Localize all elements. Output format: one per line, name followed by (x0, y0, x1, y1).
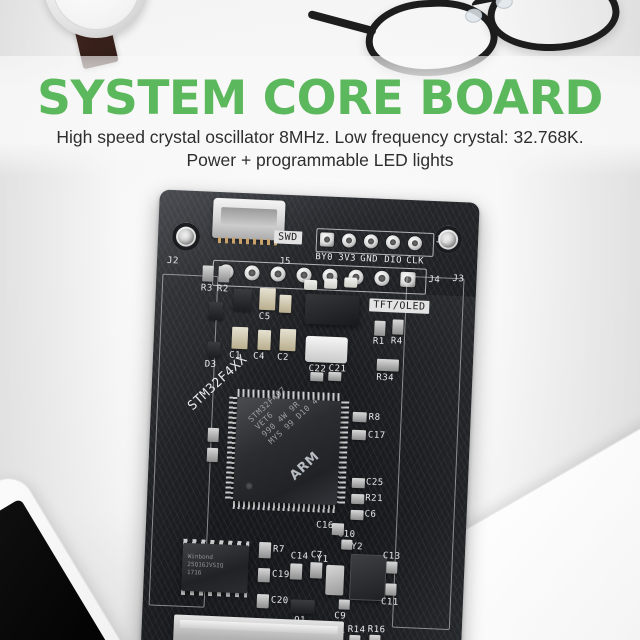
capacitor-c5 (259, 287, 276, 311)
capacitor-c2 (279, 328, 297, 352)
subtitle-line-2: Power + programmable LED lights (186, 150, 454, 170)
resistor-r1 (374, 320, 386, 337)
ref-c8: C9 (334, 611, 347, 622)
ref-r21: R21 (365, 493, 384, 505)
ref-y2: Y2 (350, 541, 364, 553)
led-3 (344, 277, 358, 288)
connector-label-j1: J1 (435, 235, 449, 246)
flash-date-code: 1716 (186, 568, 202, 577)
ref-c21: C21 (328, 363, 347, 375)
swd-pin-label-dio: DIO (384, 254, 403, 266)
capacitor-c6 (278, 294, 292, 314)
resistor-r3 (202, 265, 214, 282)
resistor-r2 (218, 266, 230, 283)
capacitor-c20 (257, 567, 271, 583)
ref-c6: C6 (364, 509, 377, 520)
resistor-left-pair-2 (206, 447, 219, 463)
capacitor-c25 (351, 477, 366, 489)
mcu-pin1-marker (245, 482, 253, 490)
tantalum-capacitor (304, 335, 348, 364)
transistor-q1 (290, 599, 315, 615)
ref-c19: C20 (270, 595, 289, 607)
resistor-r7 (258, 541, 272, 559)
swd-pin-label-by0: BY0 (315, 252, 334, 263)
ref-d3: D3 (204, 359, 217, 371)
ref-r1: R1 (372, 336, 385, 348)
page-subtitle: High speed crystal oscillator 8MHz. Low … (0, 126, 640, 172)
ref-c4: C4 (252, 351, 266, 363)
ref-r2: R2 (216, 283, 229, 295)
arm-logo: ARM (287, 449, 324, 484)
ref-c13: C16 (315, 520, 335, 532)
ref-c11: C13 (382, 551, 401, 562)
stm32-core-board: SWD BY0 3V3 GND DIO CLK J1 J5 J4 J2 J3 (140, 189, 480, 640)
diode-d3-upper (208, 301, 224, 321)
capacitor-c6-right (350, 509, 364, 521)
ref-c5: C5 (258, 311, 271, 323)
ref-c20: C19 (271, 569, 290, 581)
capacitor-c17 (351, 429, 367, 441)
capacitor-c16 (231, 326, 249, 350)
ref-y1: Y1 (316, 554, 329, 565)
ref-c10: C11 (380, 597, 399, 608)
capacitor-c4 (257, 329, 272, 351)
ref-c17: C17 (367, 430, 386, 442)
swd-pin-label-clk: CLK (405, 255, 425, 267)
ref-c25: C25 (365, 477, 384, 489)
resistor-r21 (350, 493, 365, 505)
page-title: SYSTEM CORE BOARD (37, 71, 603, 126)
flash-marking: Winbond 25Q16JVSIQ 1716 (187, 553, 224, 578)
swd-pad-1 (319, 232, 335, 247)
diode-d3 (206, 341, 221, 359)
capacitor-c7 (309, 562, 323, 579)
capacitor-c8 (338, 599, 350, 610)
ref-c2: C2 (276, 352, 290, 364)
subtitle-line-1: High speed crystal oscillator 8MHz. Low … (56, 127, 584, 147)
resistor-r14 (348, 634, 361, 640)
led-1 (303, 279, 318, 291)
ref-r34: R34 (376, 372, 395, 384)
pcb-substrate: SWD BY0 3V3 GND DIO CLK J1 J5 J4 J2 J3 (140, 189, 480, 640)
stm32-microcontroller: STM32F407 VET6 990 4W 9R MYS 99 D10 4 AR… (233, 385, 342, 506)
led-2 (323, 278, 338, 290)
swd-pin-label-3v3: 3V3 (338, 253, 357, 264)
resistor-left-pair-1 (207, 427, 220, 443)
capacitor-c10 (385, 583, 397, 596)
swd-pin-label-gnd: GND (360, 253, 379, 265)
ref-c14: C14 (290, 551, 309, 563)
resistor-r4 (392, 319, 404, 335)
connector-label-j2: J2 (166, 255, 180, 267)
ref-r16: R16 (367, 624, 386, 636)
capacitor-c14 (289, 563, 303, 580)
headline-banner (0, 56, 640, 176)
ref-r14: R14 (347, 624, 366, 636)
ref-r4: R4 (390, 336, 403, 347)
resistor-r34 (376, 358, 400, 372)
capacitor-c9 (341, 539, 353, 550)
swd-label: SWD (273, 230, 302, 245)
flash-memory-chip: Winbond 25Q16JVSIQ 1716 (181, 542, 250, 594)
voltage-regulator (304, 293, 360, 326)
inductor-l1 (232, 288, 252, 312)
crystal-y2 (348, 553, 387, 602)
wristwatch (44, 0, 148, 70)
ref-r7: R7 (272, 544, 286, 556)
resistor-r16 (369, 634, 381, 640)
capacitor-c11 (386, 561, 398, 574)
crystal-y1 (325, 564, 345, 596)
capacitor-c19 (256, 593, 270, 609)
resistor-r8 (352, 411, 367, 423)
ref-r8: R8 (368, 412, 381, 423)
ref-r3: R3 (200, 283, 213, 294)
